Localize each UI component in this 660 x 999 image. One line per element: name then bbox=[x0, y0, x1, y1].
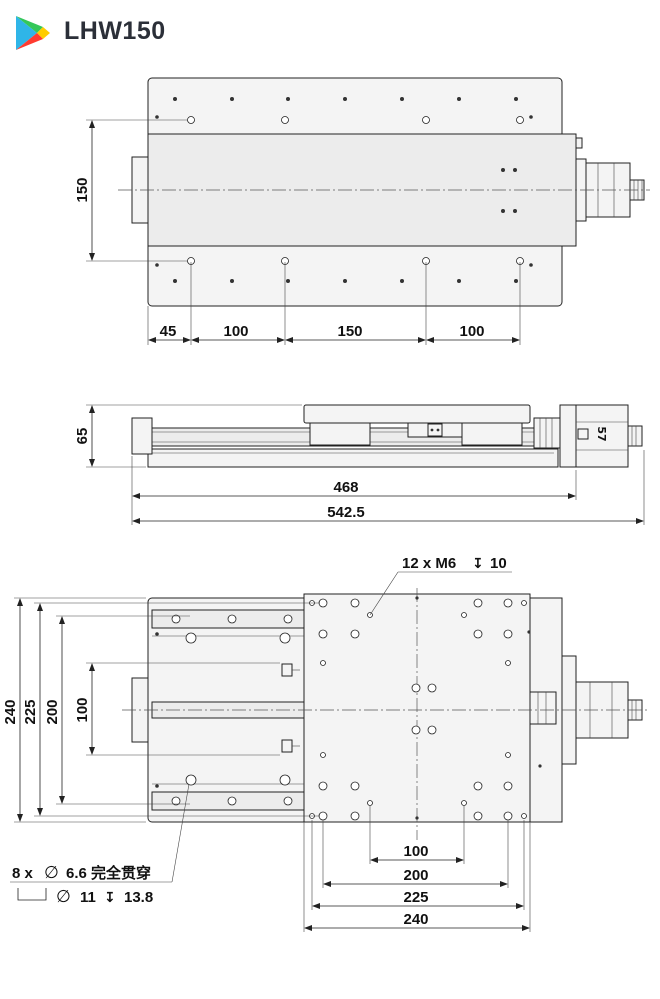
dim-542-5: 542.5 bbox=[327, 504, 365, 521]
dim-150-vertical: 150 bbox=[74, 177, 91, 202]
play-logo-icon bbox=[16, 16, 50, 50]
dim-225-horizontal: 225 bbox=[403, 889, 428, 906]
dim-200-horizontal: 200 bbox=[403, 867, 428, 884]
tapped-depth: 10 bbox=[490, 555, 507, 572]
header: LHW150 bbox=[0, 0, 660, 70]
dim-45: 45 bbox=[160, 323, 177, 340]
dim-240-horizontal: 240 bbox=[403, 911, 428, 928]
page-title: LHW150 bbox=[64, 17, 166, 45]
depth-symbol-icon: ↧ bbox=[472, 556, 484, 572]
dim-468: 468 bbox=[333, 479, 358, 496]
dim-240-vertical: 240 bbox=[2, 699, 19, 724]
diameter-symbol-icon: ∅ bbox=[44, 863, 59, 883]
dim-200-vertical: 200 bbox=[44, 699, 61, 724]
motor-label: 57 bbox=[595, 426, 608, 441]
bottom-view: 12 x M6 ↧ 10 240 225 200 100 100 200 bbox=[2, 555, 650, 932]
mount-holes-top bbox=[155, 97, 533, 283]
dim-100-horizontal: 100 bbox=[403, 843, 428, 860]
dim-65: 65 bbox=[74, 428, 91, 445]
carriage-holes bbox=[309, 596, 542, 821]
counterbore-diameter: 11 bbox=[80, 889, 96, 906]
dim-225-vertical: 225 bbox=[22, 699, 39, 724]
side-view: 57 65 468 542.5 bbox=[74, 404, 645, 525]
dim-100-vertical: 100 bbox=[74, 697, 91, 722]
dim-100-a: 100 bbox=[223, 323, 248, 340]
hole-note-through: 6.6 完全贯穿 bbox=[66, 864, 151, 882]
counterbore-depth: 13.8 bbox=[124, 889, 153, 906]
dim-150-horizontal: 150 bbox=[337, 323, 362, 340]
tapped-hole-note: 12 x M6 bbox=[402, 555, 456, 572]
top-view: 150 45 100 150 100 bbox=[74, 77, 650, 345]
counterbore-diameter-icon: ∅ bbox=[56, 887, 71, 907]
hole-note-count: 8 x bbox=[12, 865, 34, 882]
rail-holes bbox=[155, 614, 293, 806]
counterbore-depth-icon: ↧ bbox=[104, 890, 116, 906]
dim-100-b: 100 bbox=[459, 323, 484, 340]
